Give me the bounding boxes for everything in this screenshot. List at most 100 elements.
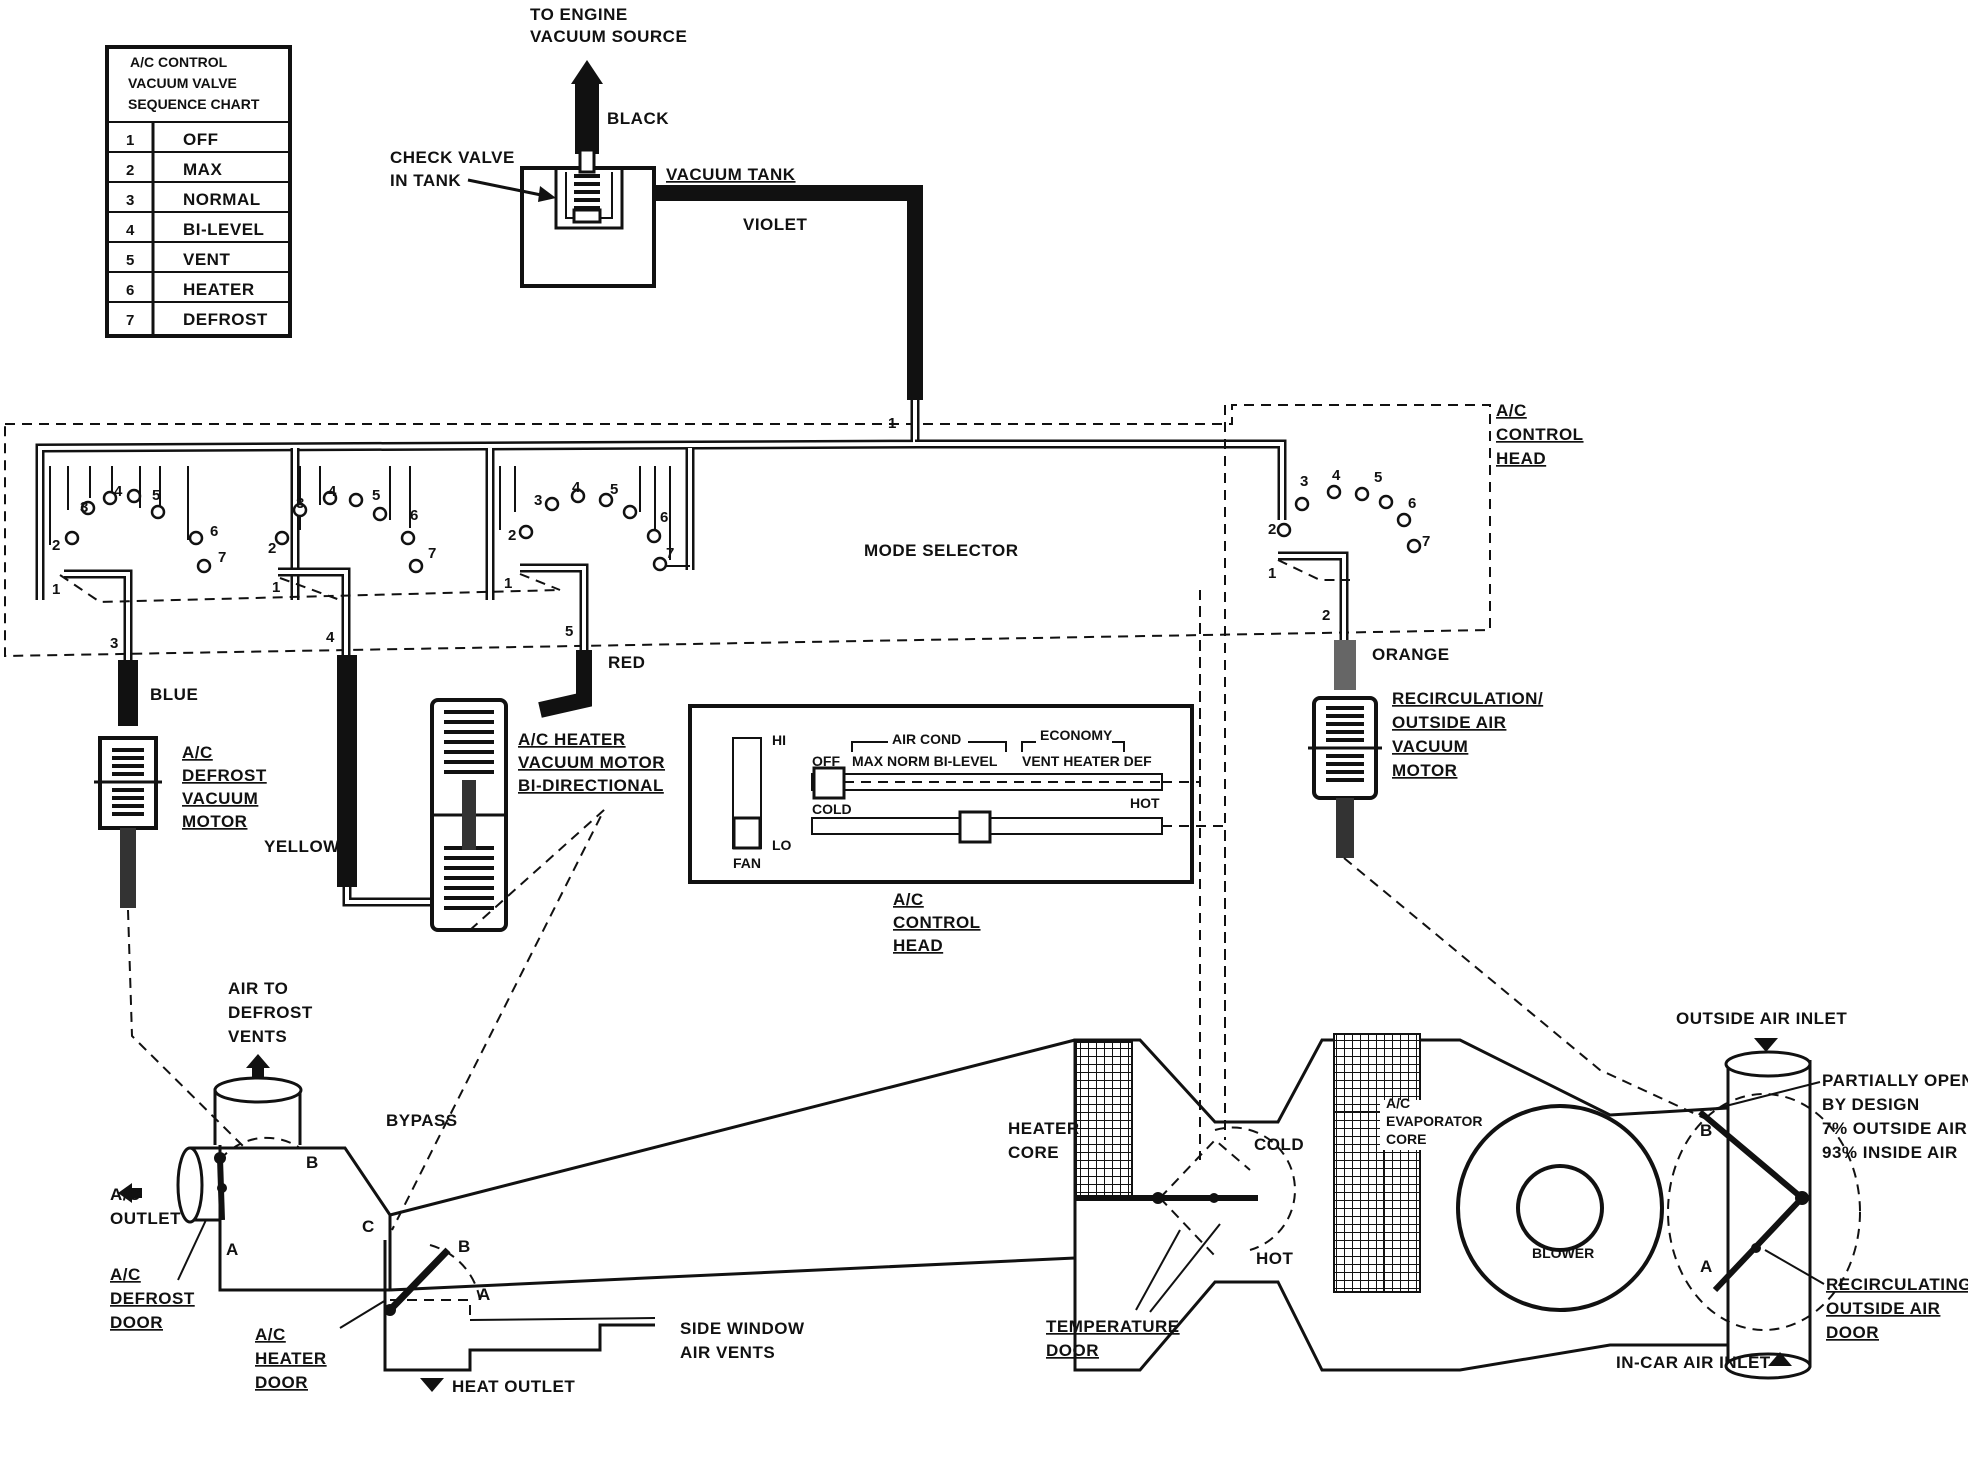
mode-lever[interactable] xyxy=(812,766,846,800)
svg-text:1: 1 xyxy=(52,581,60,598)
up-arrow-icon xyxy=(246,1054,270,1068)
svg-text:HI: HI xyxy=(772,732,786,748)
check-valve-label-2: IN TANK xyxy=(390,171,461,190)
svg-text:BYPASS: BYPASS xyxy=(386,1111,458,1130)
check-valve-label: CHECK VALVE xyxy=(390,148,515,167)
temperature-lever[interactable] xyxy=(958,810,992,844)
svg-text:4: 4 xyxy=(328,483,337,500)
svg-text:ECONOMY: ECONOMY xyxy=(1040,727,1113,743)
chart-row-num: 1 xyxy=(126,132,134,149)
svg-text:SIDE WINDOW: SIDE WINDOW xyxy=(680,1319,805,1338)
svg-text:4: 4 xyxy=(326,629,335,646)
control-head-label: A/C xyxy=(1496,401,1527,420)
svg-text:6: 6 xyxy=(1408,495,1416,512)
svg-text:RECIRCULATING/: RECIRCULATING/ xyxy=(1826,1275,1968,1294)
svg-text:B: B xyxy=(1700,1121,1713,1140)
svg-text:TEMPERATURE: TEMPERATURE xyxy=(1046,1317,1180,1336)
svg-text:5: 5 xyxy=(610,481,618,498)
svg-text:5: 5 xyxy=(152,487,160,504)
svg-text:7% OUTSIDE AIR: 7% OUTSIDE AIR xyxy=(1822,1119,1967,1138)
svg-text:BLOWER: BLOWER xyxy=(1532,1245,1594,1261)
svg-text:DOOR: DOOR xyxy=(1826,1323,1879,1342)
svg-text:4: 4 xyxy=(114,483,123,500)
svg-text:A/C: A/C xyxy=(182,743,213,762)
svg-text:1: 1 xyxy=(272,579,280,596)
svg-text:MAX NORM BI-LEVEL: MAX NORM BI-LEVEL xyxy=(852,753,998,769)
control-panel: HI LO FAN AIR COND ECONOMY OFF MAX NORM … xyxy=(688,590,1226,1140)
svg-text:A: A xyxy=(1700,1257,1713,1276)
svg-text:VENT HEATER DEF: VENT HEATER DEF xyxy=(1022,753,1152,769)
svg-text:DOOR: DOOR xyxy=(1046,1341,1099,1360)
svg-text:A/C: A/C xyxy=(255,1325,286,1344)
svg-text:VENTS: VENTS xyxy=(228,1027,287,1046)
svg-text:5: 5 xyxy=(1374,469,1382,486)
selector-port-numbers: 2 3 4 5 6 7 1 2 3 4 5 6 7 1 2 3 4 5 6 7 … xyxy=(52,415,1430,598)
selector-tubing xyxy=(35,400,1287,600)
chart-title-3: SEQUENCE CHART xyxy=(128,96,260,112)
svg-text:AIR COND: AIR COND xyxy=(892,731,961,747)
svg-text:A/C: A/C xyxy=(893,890,924,909)
svg-text:HOT: HOT xyxy=(1130,795,1160,811)
svg-text:DOOR: DOOR xyxy=(255,1373,308,1392)
svg-text:DOOR: DOOR xyxy=(110,1313,163,1332)
svg-text:7: 7 xyxy=(1422,533,1430,550)
svg-text:2: 2 xyxy=(1322,607,1330,624)
chart-title-1: A/C CONTROL xyxy=(130,54,228,70)
svg-text:AIR VENTS: AIR VENTS xyxy=(680,1343,775,1362)
to-engine-label: TO ENGINE xyxy=(530,5,628,24)
svg-text:FAN: FAN xyxy=(733,855,761,871)
svg-text:CORE: CORE xyxy=(1008,1143,1059,1162)
svg-text:4: 4 xyxy=(1332,467,1341,484)
down-arrow-icon xyxy=(420,1378,444,1392)
svg-text:4: 4 xyxy=(572,479,581,496)
svg-text:DEFROST: DEFROST xyxy=(182,766,267,785)
svg-text:DEFROST: DEFROST xyxy=(228,1003,313,1022)
svg-text:MOTOR: MOTOR xyxy=(1392,761,1457,780)
svg-text:AIR TO: AIR TO xyxy=(228,979,288,998)
down-arrow-icon xyxy=(1754,1038,1778,1052)
svg-text:2: 2 xyxy=(508,527,516,544)
mode-selector-valves xyxy=(64,484,1422,574)
svg-text:VACUUM MOTOR: VACUUM MOTOR xyxy=(518,753,665,772)
svg-text:C: C xyxy=(362,1217,375,1236)
svg-text:1: 1 xyxy=(1268,565,1276,582)
svg-text:7: 7 xyxy=(428,545,436,562)
vacuum-tank-assembly: TO ENGINE VACUUM SOURCE BLACK CHECK VALV… xyxy=(390,5,923,400)
svg-text:3: 3 xyxy=(1300,473,1308,490)
chart-row-label: NORMAL xyxy=(183,190,261,209)
svg-text:2: 2 xyxy=(1268,521,1276,538)
chart-title-2: VACUUM VALVE xyxy=(128,75,237,91)
svg-text:6: 6 xyxy=(660,509,668,526)
svg-text:A/C: A/C xyxy=(110,1185,141,1204)
control-head-label-2: CONTROL xyxy=(1496,425,1584,444)
svg-text:CONTROL: CONTROL xyxy=(893,913,981,932)
chart-row-num: 2 xyxy=(126,162,134,179)
svg-text:OUTSIDE AIR INLET: OUTSIDE AIR INLET xyxy=(1676,1009,1847,1028)
chart-row-label: OFF xyxy=(183,130,219,149)
red-hose-label: RED xyxy=(608,653,645,672)
svg-text:VACUUM: VACUUM xyxy=(182,789,258,808)
svg-text:OUTSIDE AIR: OUTSIDE AIR xyxy=(1392,713,1506,732)
blue-hose-label: BLUE xyxy=(150,685,198,704)
svg-text:DEFROST: DEFROST xyxy=(110,1289,195,1308)
orange-hose-label: ORANGE xyxy=(1372,645,1450,664)
svg-text:A/C HEATER: A/C HEATER xyxy=(518,730,626,749)
violet-hose-label: VIOLET xyxy=(743,215,808,234)
chart-row-num: 6 xyxy=(126,282,134,299)
svg-text:2: 2 xyxy=(52,537,60,554)
svg-text:3: 3 xyxy=(296,495,304,512)
recirc-vacuum-motor: ORANGE RECIRCULATION/ OUTSIDE AIR VACUUM… xyxy=(1308,640,1543,858)
svg-text:OFF: OFF xyxy=(812,753,840,769)
chart-row-label: MAX xyxy=(183,160,222,179)
chart-row-num: 3 xyxy=(126,192,134,209)
fan-slider[interactable] xyxy=(732,816,762,850)
door-linkages xyxy=(127,405,1705,1231)
to-engine-label-2: VACUUM SOURCE xyxy=(530,27,687,46)
sequence-chart: A/C CONTROL VACUUM VALVE SEQUENCE CHART … xyxy=(105,45,292,338)
defrost-vacuum-motor: BLUE A/C DEFROST VACUUM MOTOR xyxy=(94,660,267,908)
svg-text:HEATER: HEATER xyxy=(1008,1119,1080,1138)
svg-text:93% INSIDE AIR: 93% INSIDE AIR xyxy=(1822,1143,1958,1162)
svg-text:B: B xyxy=(458,1237,471,1256)
svg-text:A/C: A/C xyxy=(110,1265,141,1284)
